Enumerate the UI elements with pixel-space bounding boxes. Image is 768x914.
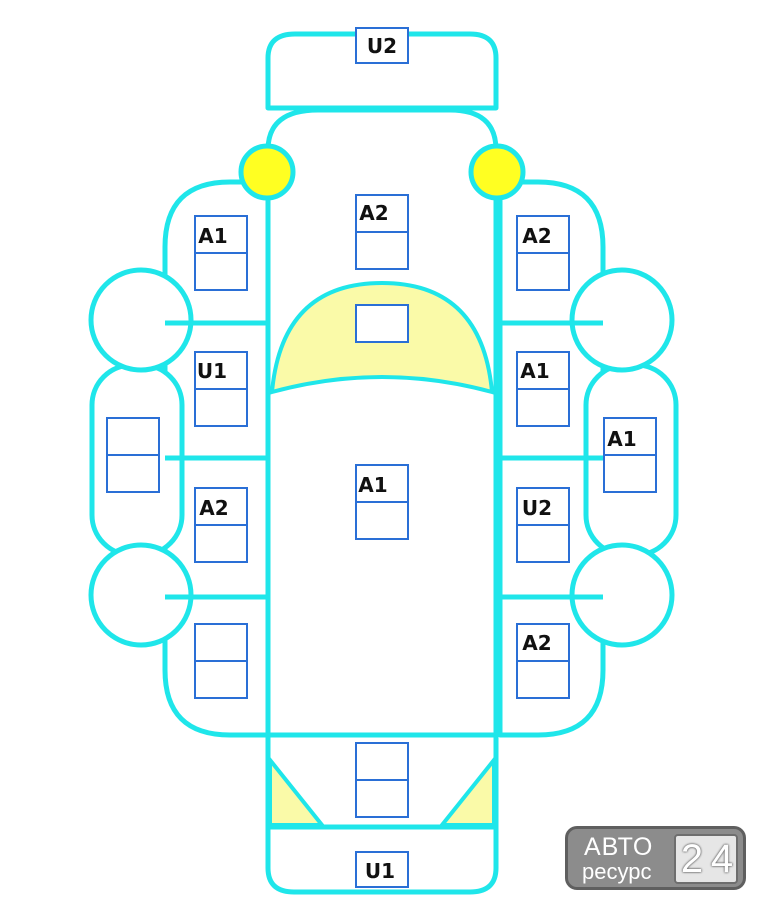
fuse-label-a2-center: A2 <box>359 201 388 225</box>
rear-right-triangle <box>437 754 496 827</box>
logo-digit-2: 4 <box>710 837 734 881</box>
fuse-label-a1-center: A1 <box>358 473 387 497</box>
fuse-label-a1-left-1: A1 <box>198 224 227 248</box>
fuse-label-a2-right-1: A2 <box>522 224 551 248</box>
front-left-dot <box>238 143 296 201</box>
rear-left-triangle <box>268 754 327 827</box>
fuse-box-u2-top <box>355 27 409 64</box>
logo-line-2: ресурс <box>582 859 652 884</box>
fuse-label-u2-right-3: U2 <box>522 496 552 520</box>
avtoresurs-logo: АВТО ресурс 2 4 <box>565 826 746 890</box>
fuse-label-a1-right-side: A1 <box>607 427 636 451</box>
fuse-label-u2-top: U2 <box>367 34 397 58</box>
logo-digits: 2 4 <box>674 834 738 884</box>
fuse-label-a1-right-2: A1 <box>520 359 549 383</box>
wheel-front-right <box>569 267 675 373</box>
logo-line-1: АВТО <box>584 833 654 861</box>
wheel-front-left <box>88 267 194 373</box>
fuse-box-u1-bottom <box>355 851 409 888</box>
top-cap <box>265 31 499 111</box>
fuse-box-windshield <box>355 304 409 343</box>
fuse-label-u1-bottom: U1 <box>365 859 395 883</box>
fuse-label-a2-right-4: A2 <box>522 631 551 655</box>
front-right-dot <box>468 143 526 201</box>
logo-digit-1: 2 <box>680 837 704 881</box>
fuse-label-a2-left-3: A2 <box>199 496 228 520</box>
fuse-label-u1-left-2: U1 <box>197 359 227 383</box>
